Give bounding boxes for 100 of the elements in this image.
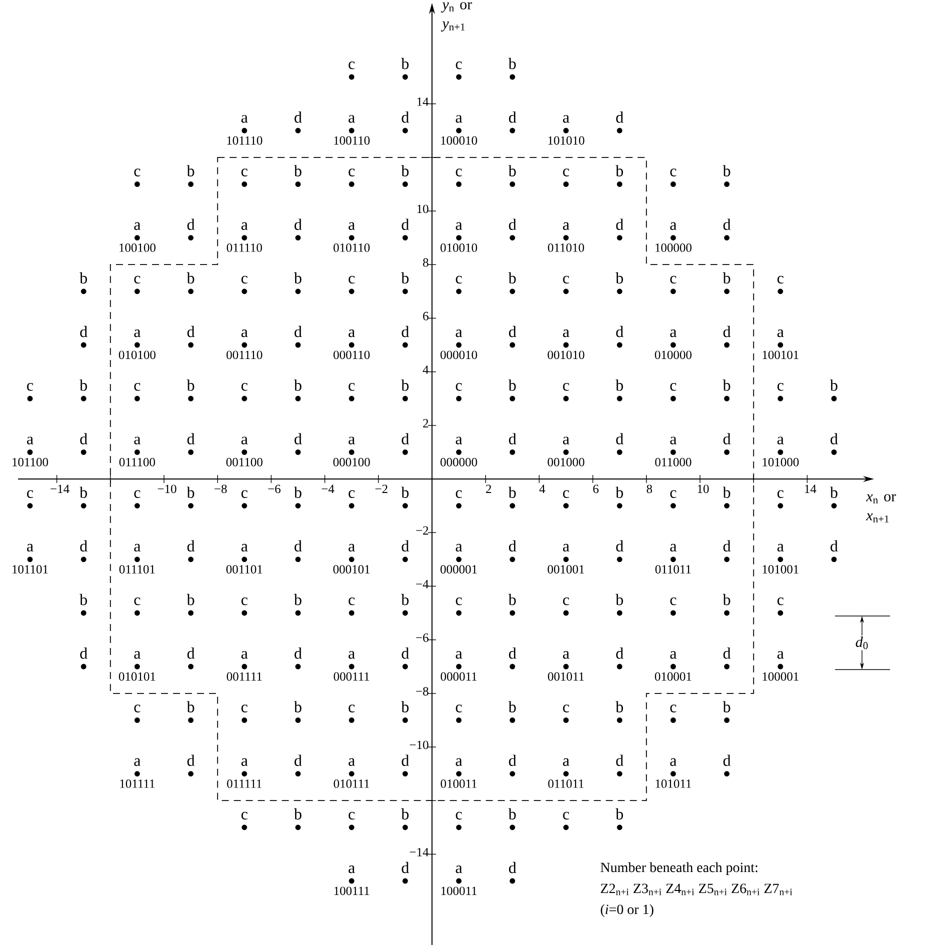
point-label: a	[670, 330, 677, 338]
point-label: d	[723, 754, 731, 766]
bit-label: 010100	[118, 350, 156, 360]
bit-label: 100010	[441, 136, 478, 145]
point-label: a	[348, 436, 355, 444]
point-label: b	[508, 808, 516, 820]
bit-label: 101111	[120, 780, 155, 788]
point-label: b	[80, 272, 87, 284]
point-label: b	[80, 594, 87, 606]
point-label: b	[401, 58, 409, 70]
point-label: b	[722, 486, 730, 498]
bit-label: 011100	[119, 458, 155, 466]
point-label: d	[187, 648, 195, 659]
point-label: a	[456, 651, 462, 659]
point-label: c	[777, 276, 784, 284]
point-label: c	[241, 704, 248, 712]
point-label: b	[616, 808, 623, 820]
bit-label: 000111	[334, 672, 370, 681]
point-label: a	[241, 115, 248, 123]
point-label: a	[670, 222, 677, 230]
point-label: a	[348, 115, 355, 123]
point-label: d	[830, 433, 838, 444]
point-label: b	[186, 272, 194, 284]
point-label: d	[294, 754, 302, 766]
point-label: d	[402, 112, 410, 123]
point-label: c	[456, 168, 462, 176]
point-label: b	[294, 165, 302, 176]
bit-label: 100011	[441, 886, 477, 896]
point-label: b	[186, 380, 194, 391]
bit-label: 001011	[548, 672, 584, 681]
tick-label: 6	[423, 312, 428, 320]
point-label: b	[401, 808, 409, 820]
point-label: a	[563, 436, 570, 444]
point-label: b	[508, 380, 516, 391]
point-label: d	[187, 326, 195, 338]
point-label: c	[348, 276, 355, 284]
bit-label: 010001	[654, 672, 692, 681]
point-label: b	[508, 486, 516, 498]
point-label: d	[187, 540, 195, 552]
point-label: d	[294, 433, 302, 444]
point-label: a	[241, 758, 248, 766]
point-label: d	[402, 540, 410, 552]
tick-label: 2	[423, 419, 428, 428]
point-label: a	[134, 436, 141, 444]
tick-label: 10	[417, 204, 428, 214]
point-label: d	[723, 648, 731, 659]
bit-label: 001101	[226, 565, 262, 574]
point-label: a	[563, 758, 570, 766]
point-label: d	[508, 112, 516, 123]
point-label: b	[722, 165, 730, 176]
point-label: a	[563, 222, 570, 230]
point-label: d	[80, 326, 88, 338]
bit-label: 010101	[118, 672, 156, 681]
point-label: c	[241, 597, 248, 606]
tick-label: −4	[416, 580, 429, 588]
bit-label: 010011	[440, 780, 477, 788]
point-label: a	[670, 436, 677, 444]
point-label: c	[670, 490, 676, 498]
point-label: b	[616, 380, 623, 391]
point-label: d	[723, 326, 731, 338]
point-label: d	[723, 433, 731, 444]
point-label: a	[777, 544, 784, 552]
point-label: c	[670, 168, 676, 176]
bit-label: 000101	[333, 565, 370, 574]
bit-label: 100101	[762, 350, 798, 360]
bit-label: 100000	[656, 244, 692, 252]
point-label: a	[670, 544, 677, 552]
bit-label: 100001	[762, 672, 798, 681]
point-label: c	[563, 812, 570, 820]
point-label: c	[241, 383, 248, 391]
tick-label: −14	[50, 484, 70, 493]
bit-label: 001001	[548, 565, 584, 574]
point-label: d	[508, 540, 516, 552]
point-label: d	[830, 540, 838, 552]
point-label: d	[616, 218, 624, 230]
point-label: d	[80, 433, 88, 444]
point-label: b	[508, 58, 516, 70]
point-label: c	[777, 490, 784, 498]
point-label: a	[456, 866, 462, 874]
point-label: d	[508, 754, 516, 766]
bit-label: 101010	[548, 136, 584, 145]
point-label: b	[294, 486, 302, 498]
tick-label: −10	[410, 740, 428, 750]
point-label: b	[294, 808, 302, 820]
point-label: a	[134, 758, 141, 766]
point-label: a	[348, 758, 355, 766]
bit-label: 000010	[440, 350, 478, 360]
point-label: c	[670, 276, 676, 284]
tick-label: 4	[539, 484, 546, 493]
bit-label: 000100	[333, 458, 370, 466]
bit-label: 011111	[227, 780, 262, 788]
bit-label: 100110	[334, 136, 370, 145]
point-label: d	[508, 326, 516, 338]
point-label: b	[401, 486, 409, 498]
point-label: b	[401, 594, 409, 606]
point-label: d	[616, 112, 624, 123]
point-label: b	[616, 701, 623, 712]
bit-label: 000011	[440, 672, 477, 681]
point-label: b	[80, 486, 87, 498]
point-label: a	[563, 544, 570, 552]
